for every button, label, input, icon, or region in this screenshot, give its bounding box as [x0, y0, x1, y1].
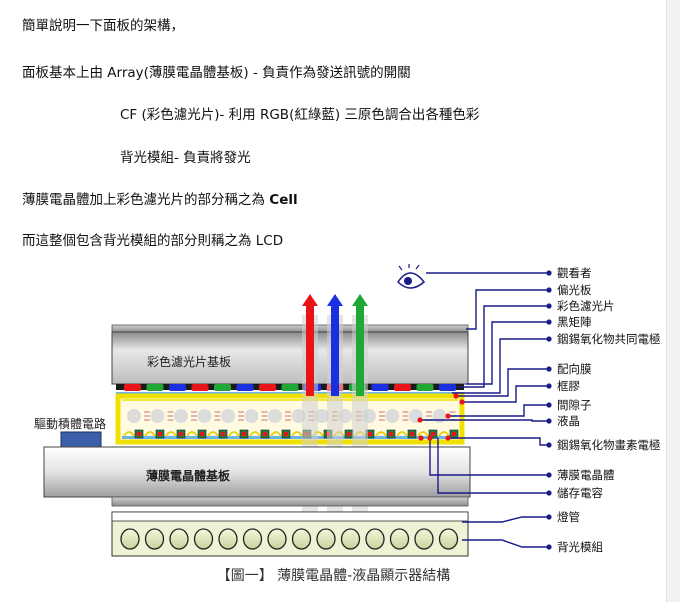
- callout-dot: [546, 336, 552, 342]
- callout-label: 彩色濾光片: [557, 299, 615, 313]
- color-filter-block: [281, 384, 299, 391]
- spacer: [268, 409, 282, 423]
- scrollbar-track[interactable]: [666, 0, 680, 602]
- callout-label: 配向膜: [557, 362, 592, 376]
- lamp-tube: [340, 528, 361, 550]
- spacer: [221, 409, 235, 423]
- callout-dot: [546, 490, 552, 496]
- callout-dot: [546, 402, 552, 408]
- callout-dot: [546, 418, 552, 424]
- lamp-tube: [242, 528, 263, 550]
- color-filter-block: [394, 384, 411, 391]
- liquid-crystal-layer: [127, 409, 456, 423]
- blue-light-beam: [327, 294, 343, 396]
- callout-dot: [546, 366, 552, 372]
- paragraph-lcd: 而這整個包含背光模組的部分則稱之為 LCD: [22, 233, 284, 249]
- figure-caption: 【圖一】 薄膜電晶體-液晶顯示器結構: [216, 568, 451, 584]
- green-light-beam: [352, 294, 368, 396]
- driver-ic-label: 驅動積體電路: [34, 416, 106, 431]
- color-filter-block: [124, 384, 141, 391]
- callout-label: 儲存電容: [557, 486, 603, 500]
- paragraph-cf: CF (彩色濾光片)- 利用 RGB(紅綠藍) 三原色調合出各種色彩: [120, 107, 480, 123]
- color-filter-block: [439, 384, 456, 391]
- spacer: [197, 409, 212, 423]
- bottom-polarizer: [111, 496, 469, 507]
- paragraph-intro: 簡單說明一下面板的架構，: [22, 18, 184, 34]
- color-filter-row: [124, 384, 456, 391]
- color-filter-block: [169, 384, 186, 391]
- callout-label: 背光模組: [557, 540, 603, 554]
- paragraph-array: 面板基本上由 Array(薄膜電晶體基板) - 負責作為發送訊號的開關: [22, 65, 411, 81]
- callout-dot: [546, 319, 552, 325]
- color-filter-block: [259, 384, 276, 391]
- lamp-tube: [389, 528, 410, 550]
- lamp-row: [120, 528, 459, 550]
- color-filter-block: [214, 384, 231, 391]
- top-polarizer: [111, 324, 469, 333]
- color-filter-block: [371, 384, 389, 391]
- callout-labels: 觀看者偏光板彩色濾光片黑矩陣銦錫氧化物共同電極配向膜框膠間隙子液晶銦錫氧化物畫素…: [417, 266, 661, 554]
- cell-text: 薄膜電晶體加上彩色濾光片的部分稱之為: [22, 192, 270, 208]
- lamp-tube: [193, 528, 214, 550]
- spacer: [127, 409, 141, 423]
- eye-icon: [397, 264, 426, 289]
- callout-label: 框膠: [557, 379, 580, 393]
- lamp-tube: [316, 528, 336, 550]
- red-light-beam: [302, 294, 318, 396]
- lamp-tube: [144, 528, 165, 550]
- lamp-tube: [218, 528, 238, 550]
- callout-label: 銦錫氧化物畫素電極: [557, 438, 661, 452]
- callout-label: 銦錫氧化物共同電極: [557, 332, 661, 346]
- spacer: [150, 409, 165, 423]
- lamp-tube: [414, 528, 434, 550]
- color-filter-block: [191, 384, 209, 391]
- callout-label: 間隙子: [557, 398, 592, 412]
- spacer: [432, 409, 447, 423]
- callout-label: 黑矩陣: [557, 315, 592, 329]
- paragraph-backlight: 背光模組- 負責將發光: [120, 150, 251, 166]
- cell-bold: Cell: [269, 192, 298, 208]
- spacer: [174, 409, 188, 423]
- spacer: [244, 409, 259, 423]
- callout-dot: [546, 514, 552, 520]
- callout-label: 液晶: [557, 414, 580, 428]
- callout-dot: [546, 383, 552, 389]
- lamp-tube: [120, 528, 140, 550]
- color-filter-block: [146, 384, 164, 391]
- lamp-tube: [291, 528, 312, 550]
- callout-label: 偏光板: [557, 283, 592, 297]
- cf-substrate-label: 彩色濾光片基板: [147, 354, 231, 369]
- paragraph-cell: 薄膜電晶體加上彩色濾光片的部分稱之為 Cell: [22, 188, 298, 208]
- lamp-tube: [365, 528, 385, 550]
- callout-dot: [546, 287, 552, 293]
- callout-label: 燈管: [557, 510, 580, 524]
- lamp-tube: [169, 528, 189, 550]
- lamp-tube: [267, 528, 287, 550]
- tft-substrate-label: 薄膜電晶體基板: [146, 468, 231, 483]
- callout-dot: [546, 270, 552, 276]
- callout-label: 觀看者: [557, 266, 592, 280]
- color-filter-block: [416, 384, 434, 391]
- callout-leader-lines: [420, 272, 548, 548]
- color-filter-block: [236, 384, 254, 391]
- spacer: [385, 409, 400, 423]
- callout-label: 薄膜電晶體: [557, 468, 615, 482]
- callout-dot: [546, 472, 552, 478]
- tft-substrate: [43, 446, 471, 498]
- callout-dot: [546, 544, 552, 550]
- tft-row: [123, 429, 459, 439]
- lamp-tube: [438, 528, 459, 550]
- spacer: [315, 409, 329, 423]
- callout-dot: [546, 442, 552, 448]
- cf-substrate: [111, 331, 469, 385]
- callout-dot: [546, 303, 552, 309]
